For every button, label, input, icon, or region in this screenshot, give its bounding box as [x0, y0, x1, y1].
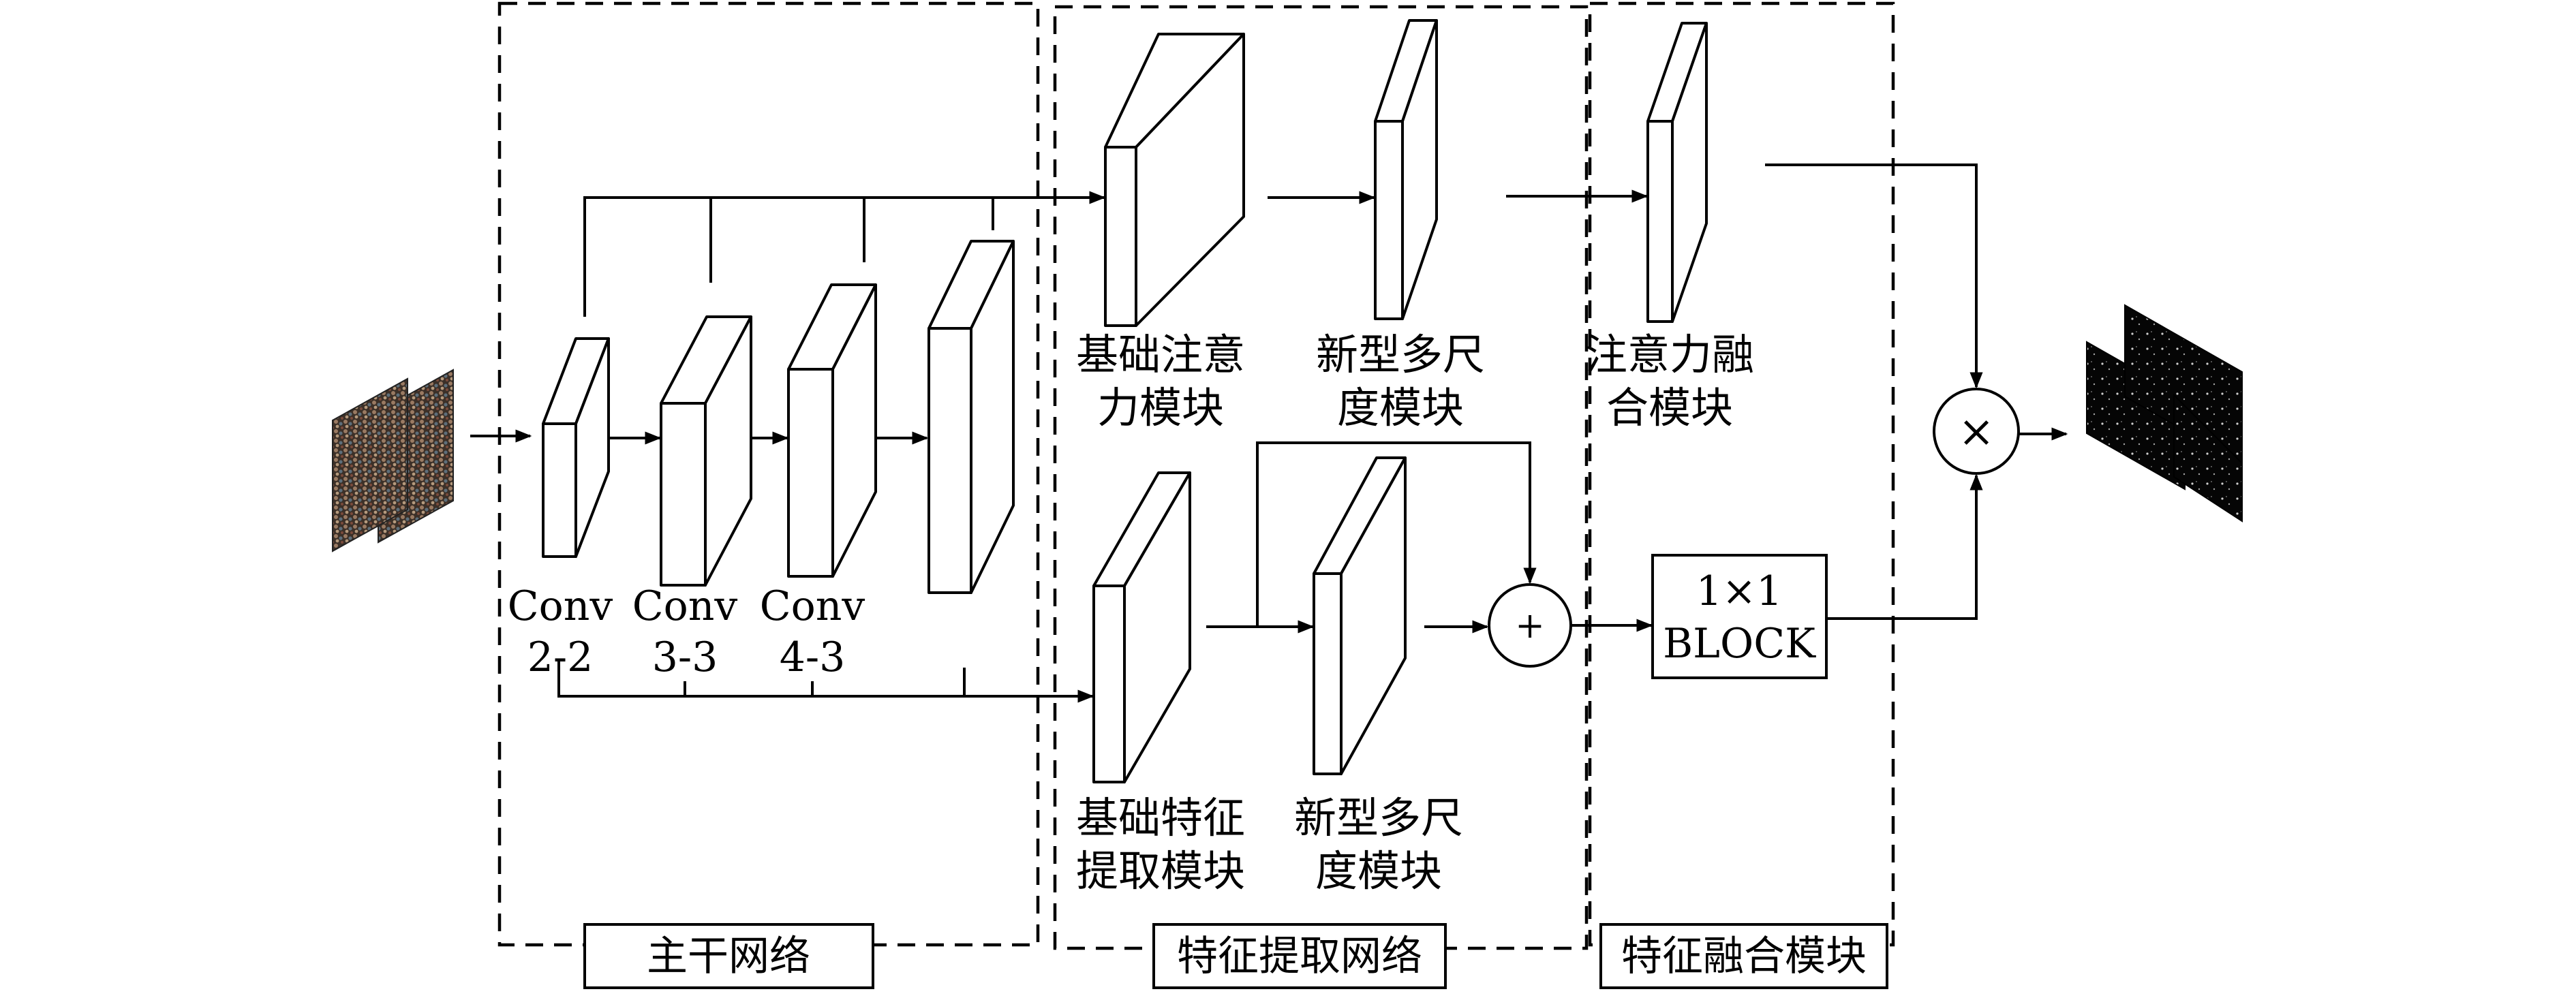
svg-text:4-3: 4-3	[780, 634, 846, 681]
svg-text:2-2: 2-2	[527, 634, 594, 681]
svg-text:×: ×	[1958, 407, 1995, 457]
basic-feature-label: 基础特征 提取模块	[1076, 793, 1245, 896]
svg-text:Conv: Conv	[632, 582, 738, 630]
one-by-one-block: 1×1 BLOCK	[1651, 554, 1828, 679]
new-multiscale-bottom-block	[1313, 456, 1407, 775]
attention-fusion-block	[1646, 22, 1708, 323]
conv3-3-label: Conv 3-3	[632, 582, 738, 681]
new-multiscale-top-label: 新型多尺 度模块	[1316, 330, 1485, 433]
svg-text:3-3: 3-3	[652, 634, 718, 681]
feature-extraction-title: 特征提取网络	[1152, 923, 1447, 989]
backbone-title: 主干网络	[583, 923, 874, 989]
new-multiscale-top-block	[1374, 19, 1438, 320]
feature-fusion-section-box	[1588, 1, 1895, 947]
input-crowd-image	[332, 369, 454, 552]
basic-attention-block	[1104, 33, 1245, 327]
svg-text:BLOCK: BLOCK	[1663, 620, 1816, 668]
add-operator: +	[1488, 583, 1572, 668]
connections	[470, 163, 2068, 703]
output-density-map	[2086, 304, 2243, 523]
feature-fusion-title: 特征融合模块	[1599, 923, 1888, 989]
conv4-3-block	[787, 283, 877, 578]
basic-feature-block	[1092, 471, 1191, 783]
svg-text:新型多尺: 新型多尺	[1294, 793, 1463, 843]
attention-fusion-label: 注意力融 合模块	[1585, 330, 1754, 433]
multiply-operator: ×	[1933, 388, 2020, 475]
basic-attention-label: 基础注意 力模块	[1076, 330, 1245, 433]
svg-text:Conv: Conv	[508, 582, 613, 630]
svg-text:基础特征: 基础特征	[1076, 793, 1245, 843]
svg-text:基础注意: 基础注意	[1076, 330, 1245, 379]
svg-text:提取模块: 提取模块	[1076, 846, 1245, 896]
svg-text:特征提取网络: 特征提取网络	[1177, 933, 1422, 980]
conv5-block	[927, 240, 1015, 594]
svg-text:Conv: Conv	[760, 582, 865, 630]
svg-text:合模块: 合模块	[1606, 383, 1733, 433]
feature-extraction-section-box	[1053, 5, 1589, 950]
conv2-2-label: Conv 2-2	[508, 582, 613, 681]
svg-text:1×1: 1×1	[1696, 567, 1783, 615]
conv2-2-block	[542, 337, 610, 558]
conv3-3-block	[660, 315, 752, 587]
new-multiscale-bottom-label: 新型多尺 度模块	[1294, 793, 1463, 896]
svg-text:力模块: 力模块	[1097, 383, 1224, 433]
svg-text:+: +	[1515, 606, 1545, 646]
svg-text:新型多尺: 新型多尺	[1316, 330, 1485, 379]
svg-text:注意力融: 注意力融	[1585, 330, 1754, 379]
svg-text:特征融合模块: 特征融合模块	[1621, 933, 1867, 980]
conv4-3-label: Conv 4-3	[760, 582, 865, 681]
svg-text:度模块: 度模块	[1337, 383, 1464, 433]
svg-text:度模块: 度模块	[1315, 846, 1442, 896]
svg-text:主干网络: 主干网络	[647, 933, 810, 980]
